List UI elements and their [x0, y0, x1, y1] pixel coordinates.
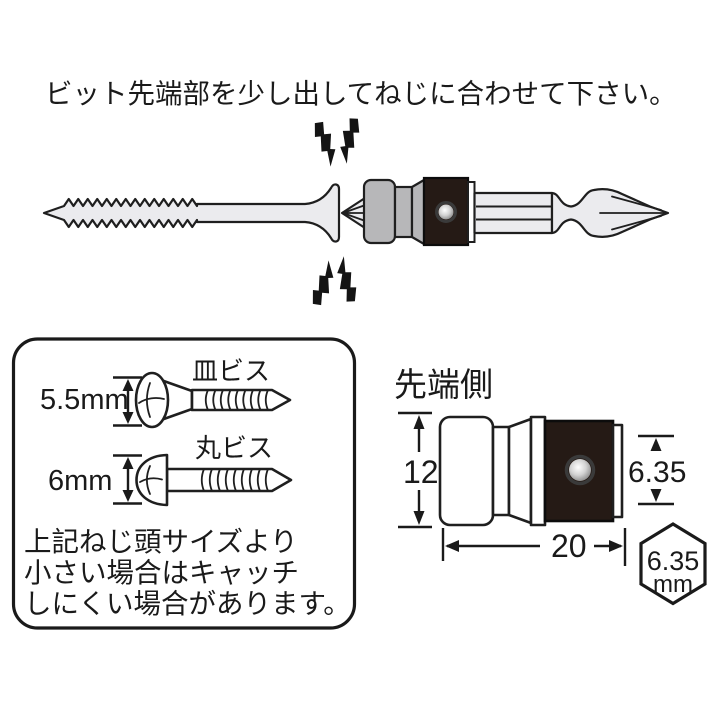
hex-badge-value: 6.35 — [647, 546, 700, 576]
bit-rear-cross-lines — [599, 195, 667, 231]
round-screw-shank — [165, 467, 293, 493]
round-screw-head — [135, 453, 169, 507]
screw-size-box: 皿ビス 5.5mm 丸ビス 6mm 上記ねじ頭サイズよ — [11, 337, 357, 630]
hex-badge-unit: mm — [653, 571, 693, 598]
flat-screw-size: 5.5mm — [40, 384, 129, 416]
detail-detent-ball-ring — [564, 454, 596, 486]
flat-screw-thread-lines — [204, 389, 269, 411]
spark-bolt-bottom-right — [337, 256, 357, 302]
round-screw-dimension — [113, 454, 142, 505]
detail-neck — [491, 425, 511, 517]
round-screw-thread-lines — [200, 468, 269, 492]
spark-bolts — [312, 118, 360, 306]
round-screw-phillips-cross — [139, 465, 163, 495]
tip-detail-drawing: 先端側 12 6.35 20 — [394, 366, 707, 606]
spark-bolt-top-right — [340, 118, 360, 164]
round-screw-label: 丸ビス — [195, 433, 273, 463]
screw-drawing — [42, 183, 341, 243]
bit-shaft-hex-flats — [476, 205, 551, 221]
tip-detail-title: 先端側 — [394, 366, 493, 403]
flat-screw-label: 皿ビス — [192, 356, 270, 386]
detent-ball — [438, 204, 454, 220]
round-screw-size: 6mm — [48, 465, 112, 497]
detent-ball-ring — [435, 201, 457, 223]
flat-screw-head — [134, 371, 170, 429]
bit-shaft — [473, 191, 554, 235]
catcher-collar — [410, 178, 426, 246]
bit-adapter-drawing — [340, 176, 670, 247]
note-line-1: 上記ねじ頭サイズより — [24, 526, 298, 557]
detail-collar — [507, 417, 533, 525]
dimension-hex: 6.35 — [628, 434, 686, 506]
catcher-neck — [393, 185, 414, 239]
flat-screw-phillips-cross — [138, 382, 165, 418]
detail-detent-ball — [569, 459, 591, 481]
dimension-length: 20 — [441, 528, 627, 566]
dimension-height: 12 — [398, 411, 439, 529]
flat-screw-drawing — [134, 371, 292, 429]
instruction-text: ビット先端部を少し出してねじに合わせて下さい。 — [45, 78, 677, 109]
round-screw-drawing — [135, 453, 293, 507]
hex-size-badge: 6.35 mm — [639, 522, 707, 606]
detail-end-ring — [611, 423, 624, 519]
dimension-height-value: 12 — [403, 454, 439, 490]
detail-front-ring — [529, 415, 547, 527]
dimension-hex-value: 6.35 — [628, 456, 686, 489]
catcher-sleeve — [362, 178, 397, 245]
detail-sleeve — [438, 415, 495, 527]
note-line-3: しにくい場合があります。 — [24, 588, 351, 619]
dimension-length-value: 20 — [551, 528, 587, 564]
hex-badge-outline — [639, 522, 707, 606]
screw-body — [42, 183, 341, 243]
note-line-2: 小さい場合はキャッチ — [24, 557, 299, 588]
flat-screw-dimension — [113, 376, 142, 427]
bit-tip-cross-lines — [342, 204, 365, 222]
spark-bolt-top-left — [314, 121, 336, 167]
spark-bolt-bottom-left — [312, 260, 334, 306]
